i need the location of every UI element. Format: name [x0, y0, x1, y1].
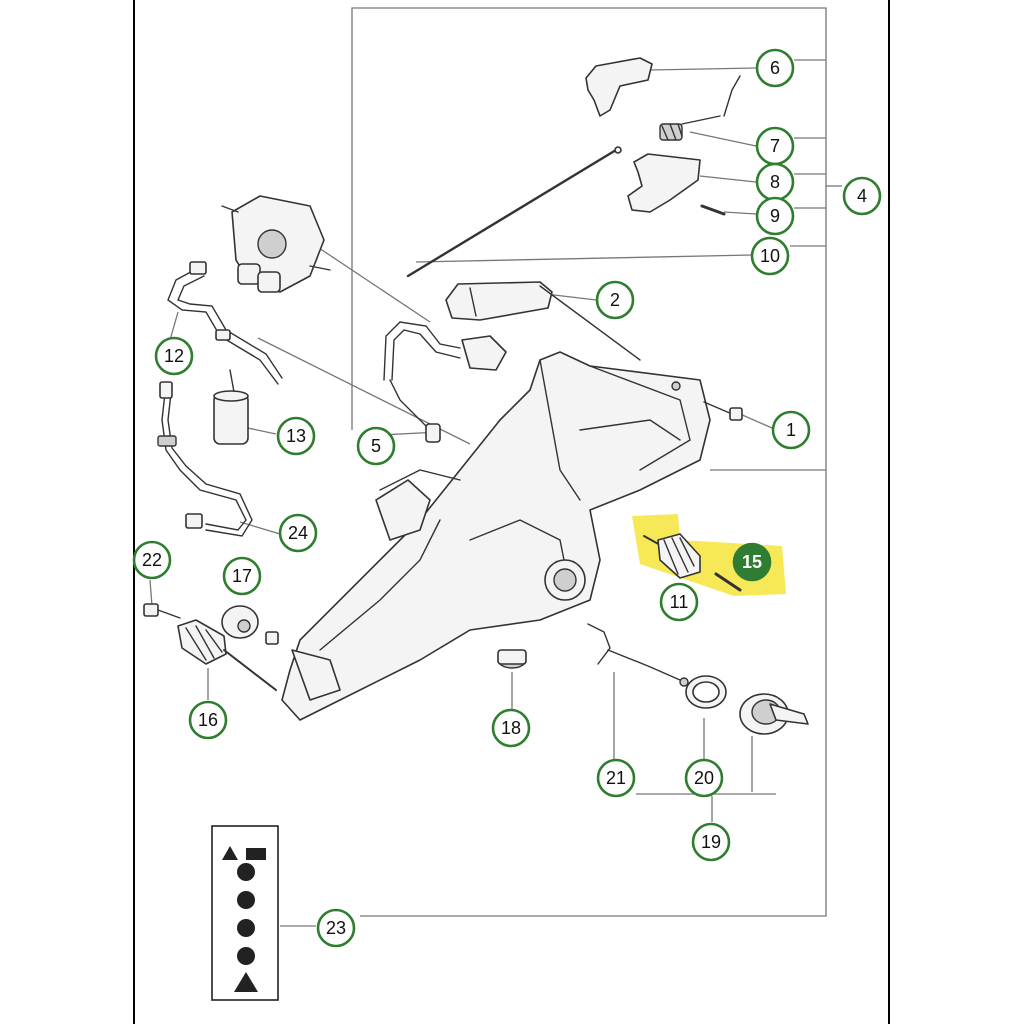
- callout-label: 19: [701, 832, 721, 852]
- callout-5[interactable]: 5: [356, 426, 396, 466]
- callout-22[interactable]: 22: [132, 540, 172, 580]
- callout-label: 8: [770, 172, 780, 192]
- assembly-brackets: [351, 7, 842, 917]
- callout-4[interactable]: 4: [842, 176, 882, 216]
- kickback-icon: [237, 947, 255, 965]
- callout-label: 15: [742, 552, 762, 572]
- screw-part-11: [714, 572, 742, 592]
- pin-part-9: [700, 204, 726, 216]
- callout-11[interactable]: 11: [659, 582, 699, 622]
- shield-part-2: [445, 281, 641, 361]
- callout-23[interactable]: 23: [316, 908, 356, 948]
- callout-label: 17: [232, 566, 252, 586]
- spring-part-7: [659, 115, 721, 141]
- callout-15[interactable]: 15: [732, 542, 772, 582]
- callout-label: 12: [164, 346, 184, 366]
- warning-triangle-icon: [234, 972, 258, 992]
- seal-ring-part-20: [685, 675, 727, 709]
- callout-label: 2: [610, 290, 620, 310]
- callout-label: 10: [760, 246, 780, 266]
- callout-10[interactable]: 10: [750, 236, 790, 276]
- throttle-trigger-part-8: [627, 153, 701, 213]
- oil-cap-part-19: [739, 693, 809, 735]
- callout-label: 16: [198, 710, 218, 730]
- callout-6[interactable]: 6: [755, 48, 795, 88]
- callout-label: 20: [694, 768, 714, 788]
- callout-label: 1: [786, 420, 796, 440]
- callout-18[interactable]: 18: [491, 708, 531, 748]
- callout-label: 13: [286, 426, 306, 446]
- warning-sticker-part-23: [211, 825, 279, 1001]
- callout-9[interactable]: 9: [755, 196, 795, 236]
- callout-7[interactable]: 7: [755, 126, 795, 166]
- bolt-part-22: [143, 603, 181, 619]
- oil-pump-part-15: [643, 533, 701, 579]
- callout-20[interactable]: 20: [684, 758, 724, 798]
- helmet-icon: [237, 863, 255, 881]
- callout-8[interactable]: 8: [755, 162, 795, 202]
- crankcase-housing: [281, 351, 711, 721]
- strainer-part-21: [587, 623, 689, 687]
- callout-13[interactable]: 13: [276, 416, 316, 456]
- screw-part-1: [703, 401, 743, 421]
- callout-label: 7: [770, 136, 780, 156]
- callout-1[interactable]: 1: [771, 410, 811, 450]
- fuel-filter-part-13: [213, 369, 249, 445]
- fuel-hose-part-12: [167, 261, 283, 385]
- callout-label: 18: [501, 718, 521, 738]
- callout-label: 23: [326, 918, 346, 938]
- carburetor: [221, 195, 331, 293]
- callout-label: 21: [606, 768, 626, 788]
- warning-manual-icon: [222, 846, 266, 860]
- callout-17[interactable]: 17: [222, 556, 262, 596]
- leader-lines: [149, 67, 776, 927]
- callout-24[interactable]: 24: [278, 513, 318, 553]
- callout-16[interactable]: 16: [188, 700, 228, 740]
- no-one-hand-icon: [237, 891, 255, 909]
- callout-12[interactable]: 12: [154, 336, 194, 376]
- callout-label: 22: [142, 550, 162, 570]
- trigger-lockout-part-6: [585, 57, 741, 117]
- callout-21[interactable]: 21: [596, 758, 636, 798]
- callout-label: 24: [288, 523, 308, 543]
- fuel-hose-part-5: [383, 321, 507, 443]
- callout-19[interactable]: 19: [691, 822, 731, 862]
- callout-label: 6: [770, 58, 780, 78]
- no-fuel-fire-icon: [237, 919, 255, 937]
- impulse-hose-part-24: [157, 381, 253, 537]
- callout-2[interactable]: 2: [595, 280, 635, 320]
- buffer-spring-part-16: [177, 619, 277, 691]
- bushing-part-18: [497, 649, 527, 669]
- callout-label: 5: [371, 436, 381, 456]
- throttle-rod-part-10: [406, 146, 622, 278]
- callout-label: 9: [770, 206, 780, 226]
- callout-label: 11: [670, 592, 689, 612]
- callout-label: 4: [857, 186, 867, 206]
- damper-part-17: [221, 605, 279, 645]
